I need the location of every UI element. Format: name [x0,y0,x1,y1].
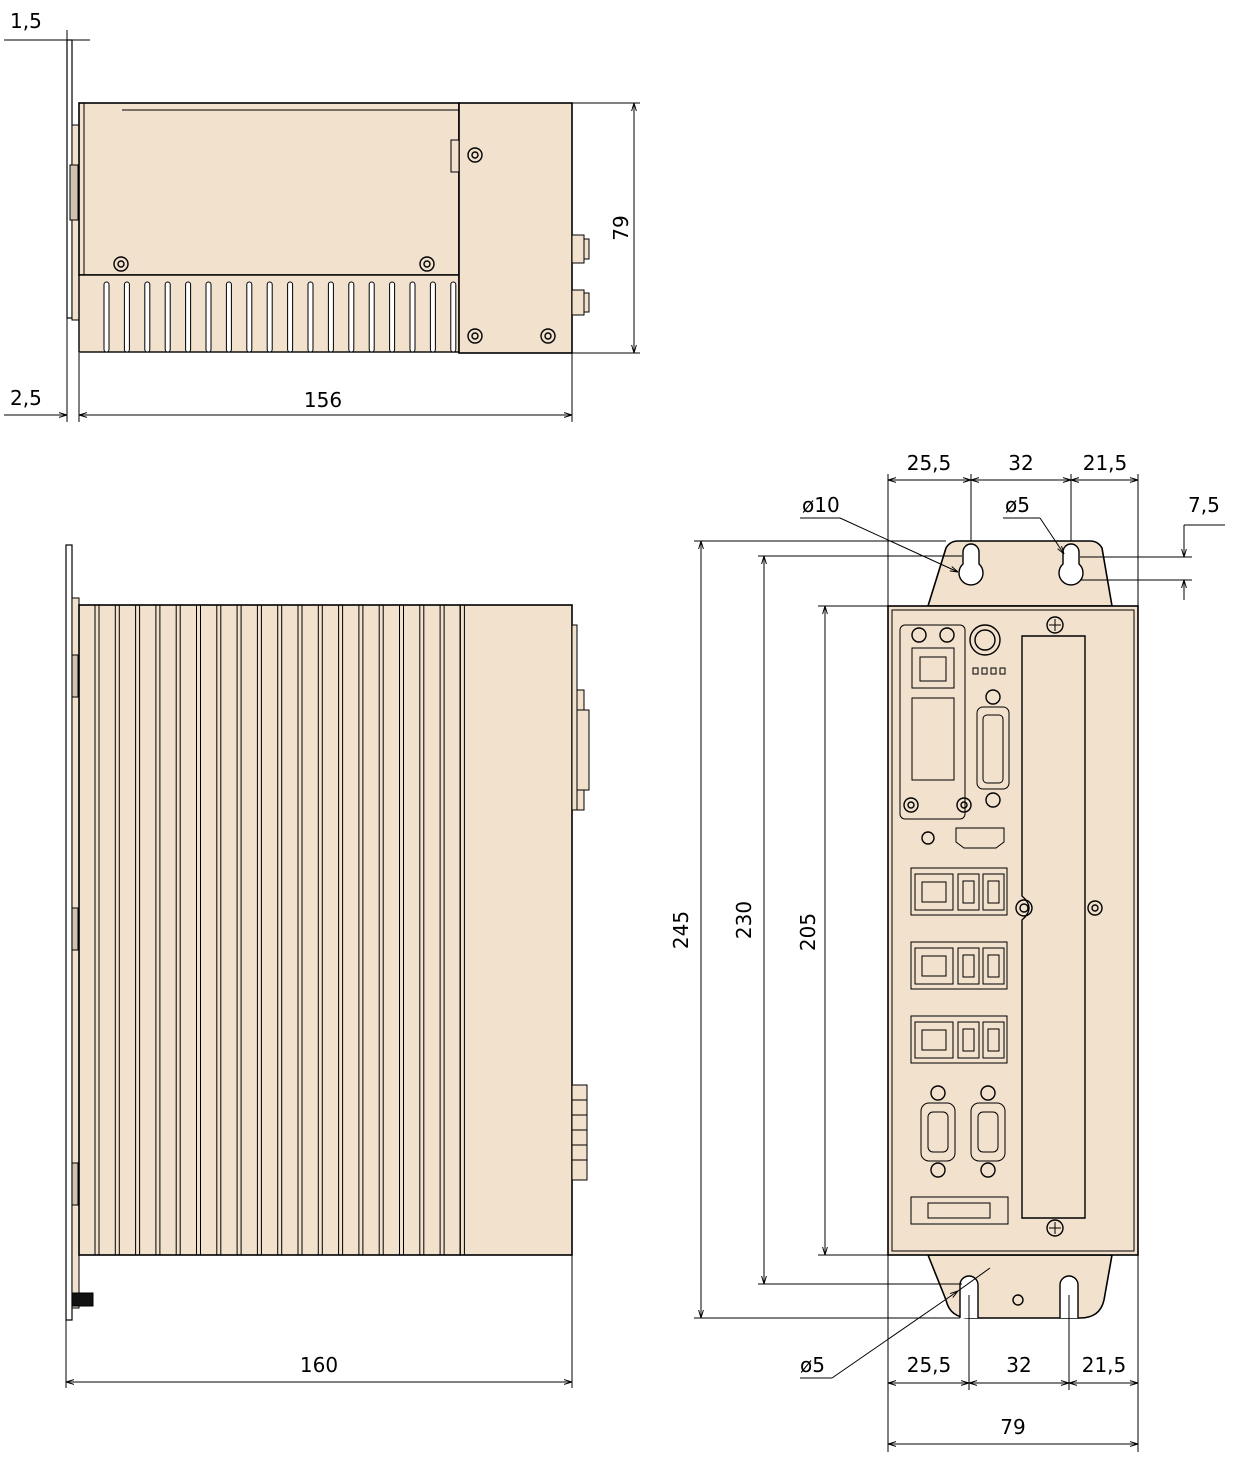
top-mounting-plate [65,544,73,1321]
top-housing [78,604,573,1256]
side-heatsink-fins [78,274,460,353]
side-screws [113,147,556,344]
top-view: 160 [65,544,590,1388]
dim-front-bottom-middle: 32 [1006,1353,1031,1377]
side-view: 1,5 79 2,5 156 [4,9,640,422]
front-top-mounting-tab [926,540,1113,607]
dim-front-slot-offset: 7,5 [1188,493,1220,517]
side-plate-rail [71,124,80,321]
dvi-port [976,706,1010,790]
dim-side-plate-offset: 2,5 [10,386,42,410]
dim-front-top-middle: 32 [1008,451,1033,475]
power-terminal-frame [899,624,966,820]
lan-usb-ports [910,867,1008,1064]
dim-front-overall-height: 245 [669,911,693,949]
dim-front-bottom-right: 21,5 [1082,1353,1127,1377]
side-housing [78,102,460,276]
top-ground-stud [71,1292,94,1307]
power-button [969,624,1001,656]
dim-side-length: 156 [304,388,342,412]
keyhole-left [958,543,984,586]
keyhole-right [1058,543,1084,586]
dc-input-connector [910,1196,1009,1225]
front-panel [887,605,1139,1256]
dim-front-hole-spacing: 230 [732,901,756,939]
expansion-slot-cover [1021,635,1086,1219]
serial-ports [920,1085,1006,1178]
dim-front-bottom-left: 25,5 [907,1353,952,1377]
hdmi-port [955,827,1005,849]
dim-front-body-height: 205 [796,913,820,951]
side-connector-block [458,102,573,354]
front-bottom-mounting-tab [926,1254,1113,1319]
dim-side-height: 79 [609,215,633,240]
dim-top-length: 160 [300,1353,338,1377]
dim-front-hole-large: ø10 [802,493,840,517]
dim-side-plate-thickness: 1,5 [10,9,42,33]
dim-front-top-left: 25,5 [907,451,952,475]
top-heatsink-fins [94,605,465,1255]
dim-front-hole-small-top: ø5 [1005,493,1030,517]
dim-front-width: 79 [1000,1415,1025,1439]
front-view: 25,5 32 21,5 ø10 ø5 7,5 245 230 205 [669,451,1225,1452]
dim-front-top-right: 21,5 [1083,451,1128,475]
side-plate-clip [69,164,79,221]
side-latch [450,139,460,173]
dim-front-hole-small-bottom: ø5 [800,1353,825,1377]
